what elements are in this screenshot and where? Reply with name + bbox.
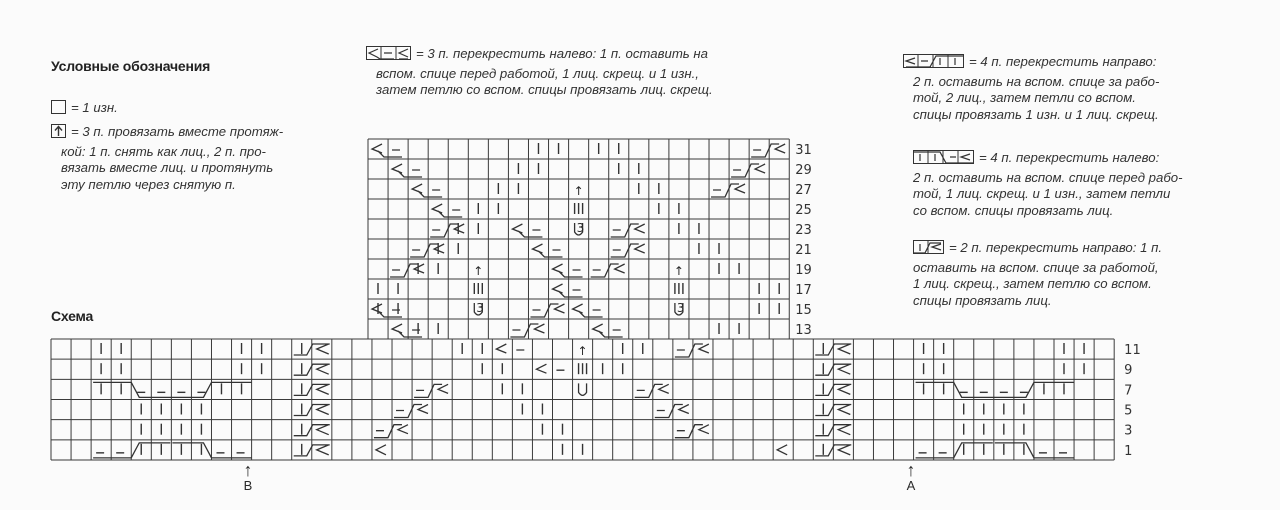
legend-cross-right-4: = 4 п. перекрестить направо: 2 п. остави…: [903, 54, 1273, 123]
svg-text:17: 17: [795, 283, 812, 298]
arrow-up-icon: ↑: [906, 460, 916, 480]
svg-text:7: 7: [1124, 383, 1132, 398]
svg-text:13: 13: [795, 323, 812, 338]
svg-text:1: 1: [1124, 444, 1132, 459]
svg-text:29: 29: [795, 163, 812, 178]
legend-text-line: 2 п. оставить на вспом. спице за рабо-: [913, 73, 1160, 89]
legend-text-line: со вспом. спицы провязать лиц.: [913, 202, 1114, 218]
legend-title: Условные обозначения: [51, 58, 211, 74]
svg-text:3: 3: [476, 301, 484, 315]
legend-item-text: = 1 изн.: [71, 100, 118, 115]
cross-left-3-icon: [366, 46, 412, 66]
purl-box-icon: [51, 100, 67, 120]
arrow-up-box-icon: [51, 124, 67, 144]
svg-text:11: 11: [1124, 343, 1141, 358]
cross-right-2-icon: [913, 240, 945, 260]
legend-text-line: = 4 п. перекрестить направо:: [969, 54, 1157, 69]
svg-text:15: 15: [795, 303, 812, 318]
legend-cross-left-4: = 4 п. перекрестить налево: 2 п. оставит…: [913, 150, 1273, 219]
legend-text-line: спицы провязать 1 изн. и 1 лиц. скрещ.: [913, 106, 1159, 122]
svg-text:↑: ↑: [473, 264, 483, 278]
marker-b-label: B: [243, 478, 253, 493]
legend-text-line: той, 2 лиц., затем петли со вспом.: [913, 90, 1136, 105]
svg-text:3: 3: [677, 301, 685, 315]
svg-text:23: 23: [795, 223, 812, 238]
legend-cross-left-3: = 3 п. перекрестить налево: 1 п. оставит…: [366, 46, 746, 99]
arrow-up-icon: ↑: [243, 460, 253, 480]
legend-text-line: = 3 п. перекрестить налево: 1 п. оставит…: [416, 46, 708, 61]
legend-item-arrow: = 3 п. провязать вместе протяж- кой: 1 п…: [51, 124, 351, 193]
cross-left-4-icon: [913, 150, 975, 170]
svg-text:3: 3: [577, 221, 585, 235]
legend-text-line: = 3 п. провязать вместе протяж-: [71, 124, 284, 139]
svg-text:21: 21: [795, 243, 812, 258]
legend-text-line: той, 1 лиц. скрещ. и 1 изн., затем петли: [913, 186, 1171, 201]
legend-item-purl: = 1 изн.: [51, 100, 118, 120]
legend-text-line: вязать вместе лиц. и протянуть: [61, 160, 274, 175]
svg-text:5: 5: [1124, 404, 1132, 419]
cross-right-4-icon: [903, 54, 965, 74]
legend-text-line: = 2 п. перекрестить направо: 1 п.: [949, 240, 1162, 255]
legend-text-line: 1 лиц. скрещ., затем петлю со вспом.: [913, 276, 1152, 291]
legend-text-line: оставить на вспом. спице за работой,: [913, 259, 1159, 275]
legend-text-line: кой: 1 п. снять как лиц., 2 п. про-: [61, 143, 266, 159]
svg-text:31: 31: [795, 143, 812, 158]
legend-text-line: спицы провязать лиц.: [913, 292, 1052, 308]
svg-text:19: 19: [795, 263, 812, 278]
legend-text-line: эту петлю через снятую п.: [61, 176, 236, 192]
svg-text:9: 9: [1124, 363, 1132, 378]
legend-cross-right-2: = 2 п. перекрестить направо: 1 п. остави…: [913, 240, 1273, 309]
svg-text:↑: ↑: [578, 344, 588, 358]
marker-b: ↑ B: [240, 460, 256, 493]
legend-text-line: = 4 п. перекрестить налево:: [979, 150, 1160, 165]
scheme-title: Схема: [51, 308, 94, 324]
marker-a-label: A: [906, 478, 916, 493]
svg-text:3: 3: [1124, 424, 1132, 439]
legend-text-line: вспом. спице перед работой, 1 лиц. скрещ…: [376, 65, 699, 81]
svg-text:↑: ↑: [574, 184, 584, 198]
svg-text:↑: ↑: [674, 264, 684, 278]
svg-text:27: 27: [795, 183, 812, 198]
svg-text:25: 25: [795, 203, 812, 218]
marker-a: ↑ A: [903, 460, 919, 493]
legend-text-line: затем петлю со вспом. спицы провязать ли…: [376, 82, 713, 97]
legend-text-line: 2 п. оставить на вспом. спице перед рабо…: [913, 169, 1183, 185]
